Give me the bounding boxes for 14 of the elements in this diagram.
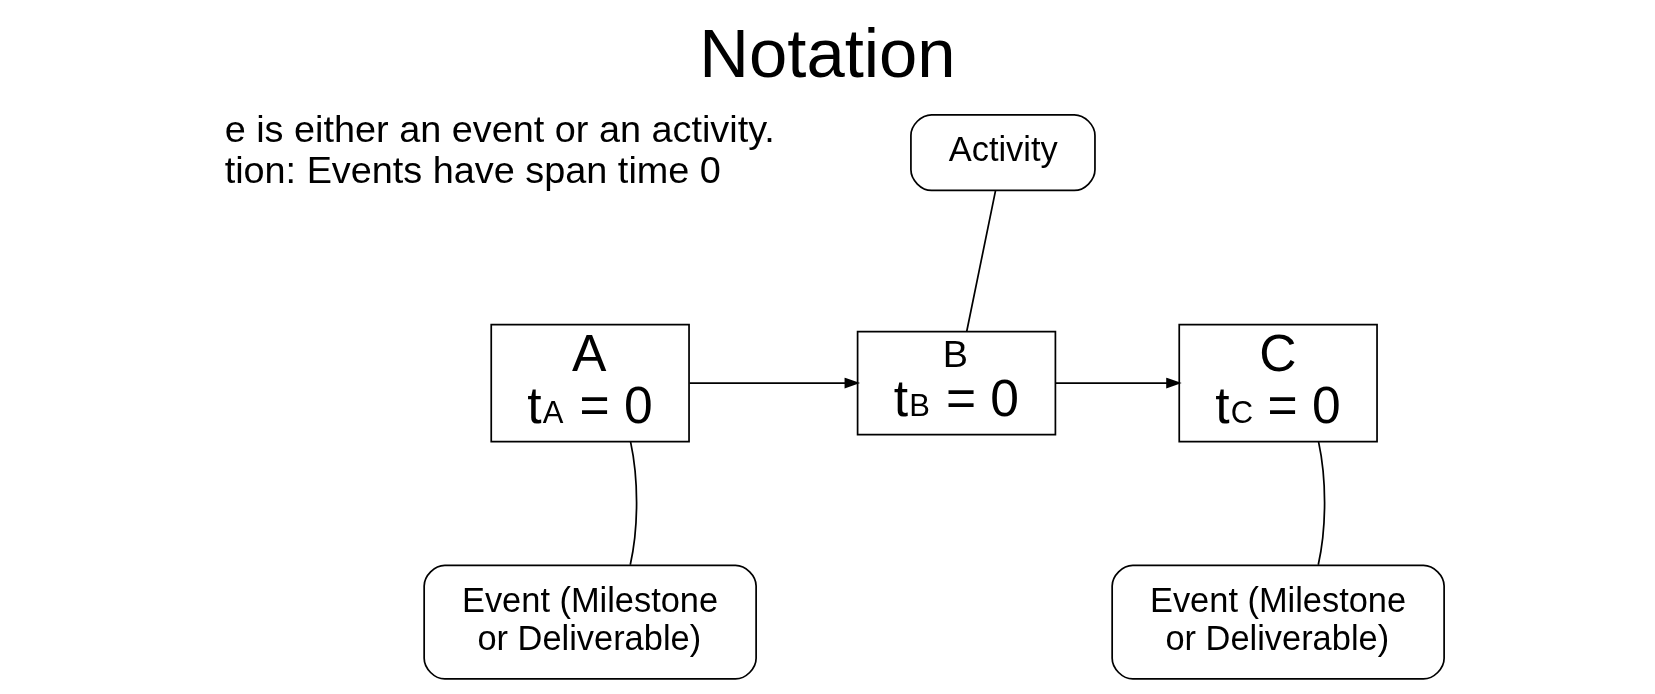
diagram-title: Notation	[699, 14, 956, 92]
node-box: C tC = 0	[1178, 323, 1378, 443]
connector	[1317, 441, 1326, 566]
arrow	[1054, 377, 1182, 389]
label: tion: Events have span time 0	[224, 148, 721, 191]
node-box: B tB = 0	[856, 330, 1057, 436]
connector	[629, 441, 638, 566]
node-box: A tA = 0	[490, 323, 690, 443]
node-box: Event (Milestone or Deliverable)	[423, 564, 757, 680]
node-box: Activity	[910, 113, 1096, 192]
node-box: Event (Milestone or Deliverable)	[1111, 564, 1445, 680]
connector	[965, 190, 997, 333]
label: e is either an event or an activity.	[224, 107, 775, 150]
arrow	[688, 377, 861, 389]
